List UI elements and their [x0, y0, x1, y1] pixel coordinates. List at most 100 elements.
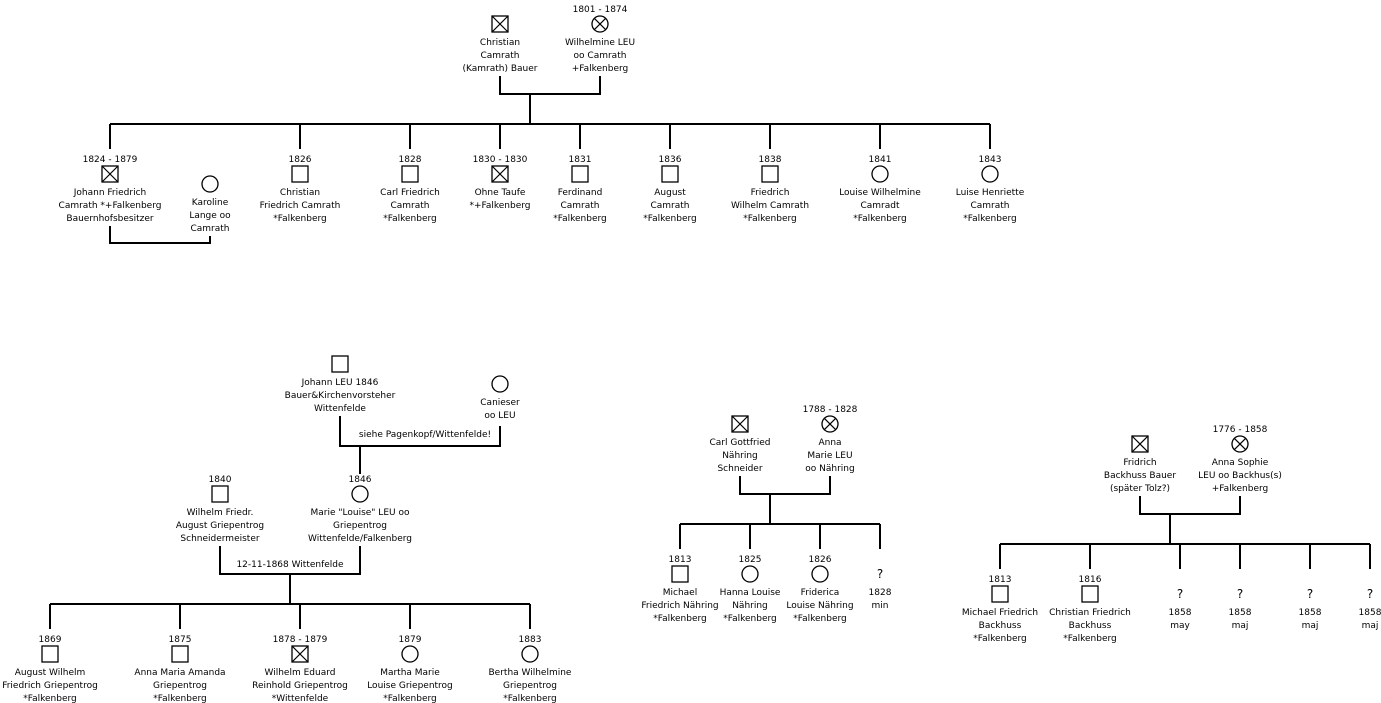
deceased-cross-icon — [491, 15, 509, 33]
person-name-line: *Falkenberg — [1063, 634, 1117, 644]
person-name-line: 1858 — [1299, 608, 1322, 618]
male-square-icon — [291, 165, 309, 183]
person-name-line: *Falkenberg — [743, 214, 797, 224]
person-name-line: Camrath — [480, 51, 519, 61]
person-name-line: +Falkenberg — [572, 64, 629, 74]
person-dates: 1875 — [169, 635, 192, 645]
person-name-line: Camrath — [650, 201, 689, 211]
person-name-line: *Falkenberg — [503, 694, 557, 703]
person-name-line: Friderica — [801, 588, 840, 598]
person-name-line: +Falkenberg — [1212, 484, 1269, 494]
person-name-line: *Falkenberg — [23, 694, 77, 703]
person-dates: 1788 - 1828 — [803, 405, 858, 415]
person-dates: 1816 — [1079, 575, 1102, 585]
person-dates: 1824 - 1879 — [83, 155, 138, 165]
person-name-line: Griepentrog — [153, 681, 207, 691]
person-name-line: Wilhelm Camrath — [731, 201, 809, 211]
person-name-line: *Falkenberg — [383, 694, 437, 703]
person-dates: 1826 — [289, 155, 312, 165]
person-name-line: (später Tolz?) — [1110, 484, 1170, 494]
male-square-icon — [761, 165, 779, 183]
person-name-line: min — [872, 601, 889, 611]
deceased-cross-icon — [1131, 435, 1149, 453]
person-name-line: Carl Gottfried — [709, 438, 770, 448]
unknown-question-icon: ? — [1307, 587, 1313, 601]
person-name-line: Ohne Taufe — [475, 188, 526, 198]
person-name-line: Marie LEU — [807, 451, 852, 461]
person-name-line: Wittenfelde/Falkenberg — [308, 534, 412, 544]
male-square-icon — [991, 585, 1009, 603]
person-name-line: Camrath *+Falkenberg — [59, 201, 162, 211]
person-name-line: LEU oo Backhus(s) — [1198, 471, 1282, 481]
person-name-line: *Falkenberg — [723, 614, 777, 624]
person-name-line: Friedrich Nähring — [641, 601, 718, 611]
person-name-line: August Griepentrog — [176, 521, 264, 531]
person-name-line: Luise Henriette — [956, 188, 1025, 198]
person-name-line: Friedrich — [751, 188, 790, 198]
deceased-cross-icon — [491, 165, 509, 183]
person-dates: 1826 — [809, 555, 832, 565]
person-name-line: Backhuss — [1069, 621, 1112, 631]
female-circle-icon — [981, 165, 999, 183]
person-name-line: Wilhelm Eduard — [265, 668, 336, 678]
person-name-line: 1828 — [869, 588, 892, 598]
female-circle-icon — [201, 175, 219, 193]
person-name-line: Schneidermeister — [180, 534, 259, 544]
person-dates: 1825 — [739, 555, 762, 565]
female-circle-icon — [491, 375, 509, 393]
person-dates: 1846 — [349, 475, 372, 485]
person-dates: 1878 - 1879 — [273, 635, 328, 645]
person-name-line: Backhuss — [979, 621, 1022, 631]
person-name-line: Fridrich — [1123, 458, 1156, 468]
male-square-icon — [211, 485, 229, 503]
deceased-cross-icon — [823, 417, 837, 431]
person-name-line: *Falkenberg — [973, 634, 1027, 644]
person-name-line: *Falkenberg — [653, 614, 707, 624]
person-name-line: Griepentrog — [333, 521, 387, 531]
person-name-line: Anna Maria Amanda — [134, 668, 225, 678]
unknown-question-icon: ? — [1367, 587, 1373, 601]
person-name-line: Backhuss Bauer — [1104, 471, 1176, 481]
person-name-line: maj — [1232, 621, 1249, 631]
person-name-line: August — [654, 188, 686, 198]
person-name-line: Wilhelmine LEU — [565, 38, 635, 48]
deceased-cross-icon — [1233, 437, 1247, 451]
leu-family-note: siehe Pagenkopf/Wittenfelde! — [359, 430, 491, 440]
person-name-line: *Falkenberg — [153, 694, 207, 703]
person-name-line: *Falkenberg — [273, 214, 327, 224]
connector-line — [109, 226, 211, 244]
male-square-icon — [171, 645, 189, 663]
person-name-line: Martha Marie — [380, 668, 440, 678]
male-square-icon — [41, 645, 59, 663]
person-dates: 1836 — [659, 155, 682, 165]
male-square-icon — [331, 355, 349, 373]
person-name-line: Louise Griepentrog — [367, 681, 453, 691]
person-name-line: Griepentrog — [503, 681, 557, 691]
person-name-line: Camrath — [970, 201, 1009, 211]
person-dates: 1830 - 1830 — [473, 155, 528, 165]
connector-line — [339, 416, 501, 447]
person-name-line: *Falkenberg — [553, 214, 607, 224]
person-dates: 1831 — [569, 155, 592, 165]
person-name-line: Wittenfelde — [314, 404, 366, 414]
person-name-line: Camrath — [560, 201, 599, 211]
